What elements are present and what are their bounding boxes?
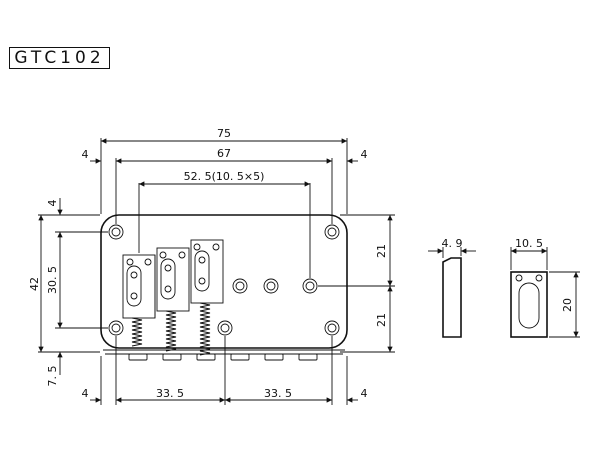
dim-bottom-left-margin: 4 — [82, 387, 89, 400]
saddle-front-view — [510, 247, 580, 338]
dim-bottom-offset: 7. 5 — [46, 366, 59, 387]
dim-left-margin-top: 4 — [82, 148, 89, 161]
dim-height-total: 42 — [28, 277, 41, 291]
right-dimensions — [318, 214, 395, 353]
dim-inner-width: 67 — [217, 147, 231, 160]
bottom-dimensions — [90, 336, 358, 405]
intonation-springs — [131, 302, 211, 356]
dim-saddle-side-width: 4. 9 — [442, 237, 463, 250]
model-label: GTC102 — [9, 47, 110, 69]
dim-bottom-right-half: 33. 5 — [264, 387, 292, 400]
intonation-screw-heads — [128, 353, 318, 361]
saddles — [122, 239, 224, 319]
dim-right-upper: 21 — [375, 244, 388, 258]
dim-saddle-front-width: 10. 5 — [515, 237, 543, 250]
top-dimensions — [90, 138, 358, 278]
dim-overall-width: 75 — [217, 127, 231, 140]
dim-top-offset: 4 — [46, 200, 59, 207]
string-holes — [232, 278, 318, 294]
dim-right-lower: 21 — [375, 313, 388, 327]
dim-bottom-right-margin: 4 — [361, 387, 368, 400]
dim-saddle-span: 52. 5(10. 5×5) — [184, 170, 265, 183]
dim-bottom-left-half: 33. 5 — [156, 387, 184, 400]
mounting-holes — [108, 224, 340, 336]
dim-height-holes: 30. 5 — [46, 266, 59, 294]
left-dimensions — [38, 198, 108, 375]
dim-right-margin-top: 4 — [361, 148, 368, 161]
saddle-side-view — [428, 247, 476, 338]
dim-saddle-height: 20 — [561, 298, 574, 312]
